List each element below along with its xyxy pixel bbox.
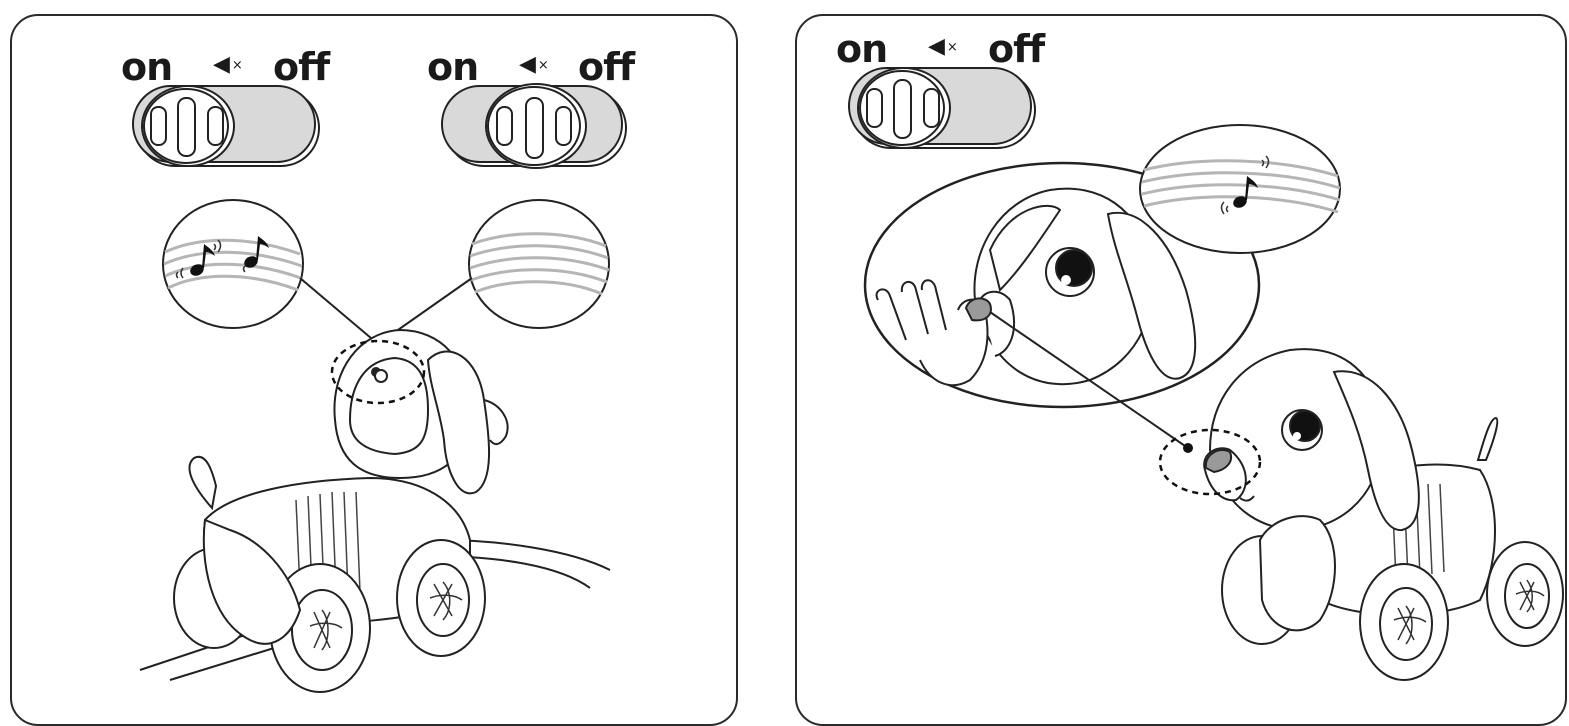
sound-on-callout	[163, 200, 303, 328]
slide-switch-c[interactable]	[849, 68, 1035, 148]
sound-off-callout	[469, 200, 609, 328]
slide-switch-b[interactable]	[442, 84, 626, 168]
robot-dog-left	[140, 330, 610, 692]
sound-on-callout-right	[1140, 125, 1340, 253]
slide-switch-a[interactable]	[133, 86, 319, 166]
illustration	[0, 0, 1569, 706]
robot-dog-right	[1204, 349, 1563, 680]
nose-touch-sensor	[966, 298, 991, 320]
